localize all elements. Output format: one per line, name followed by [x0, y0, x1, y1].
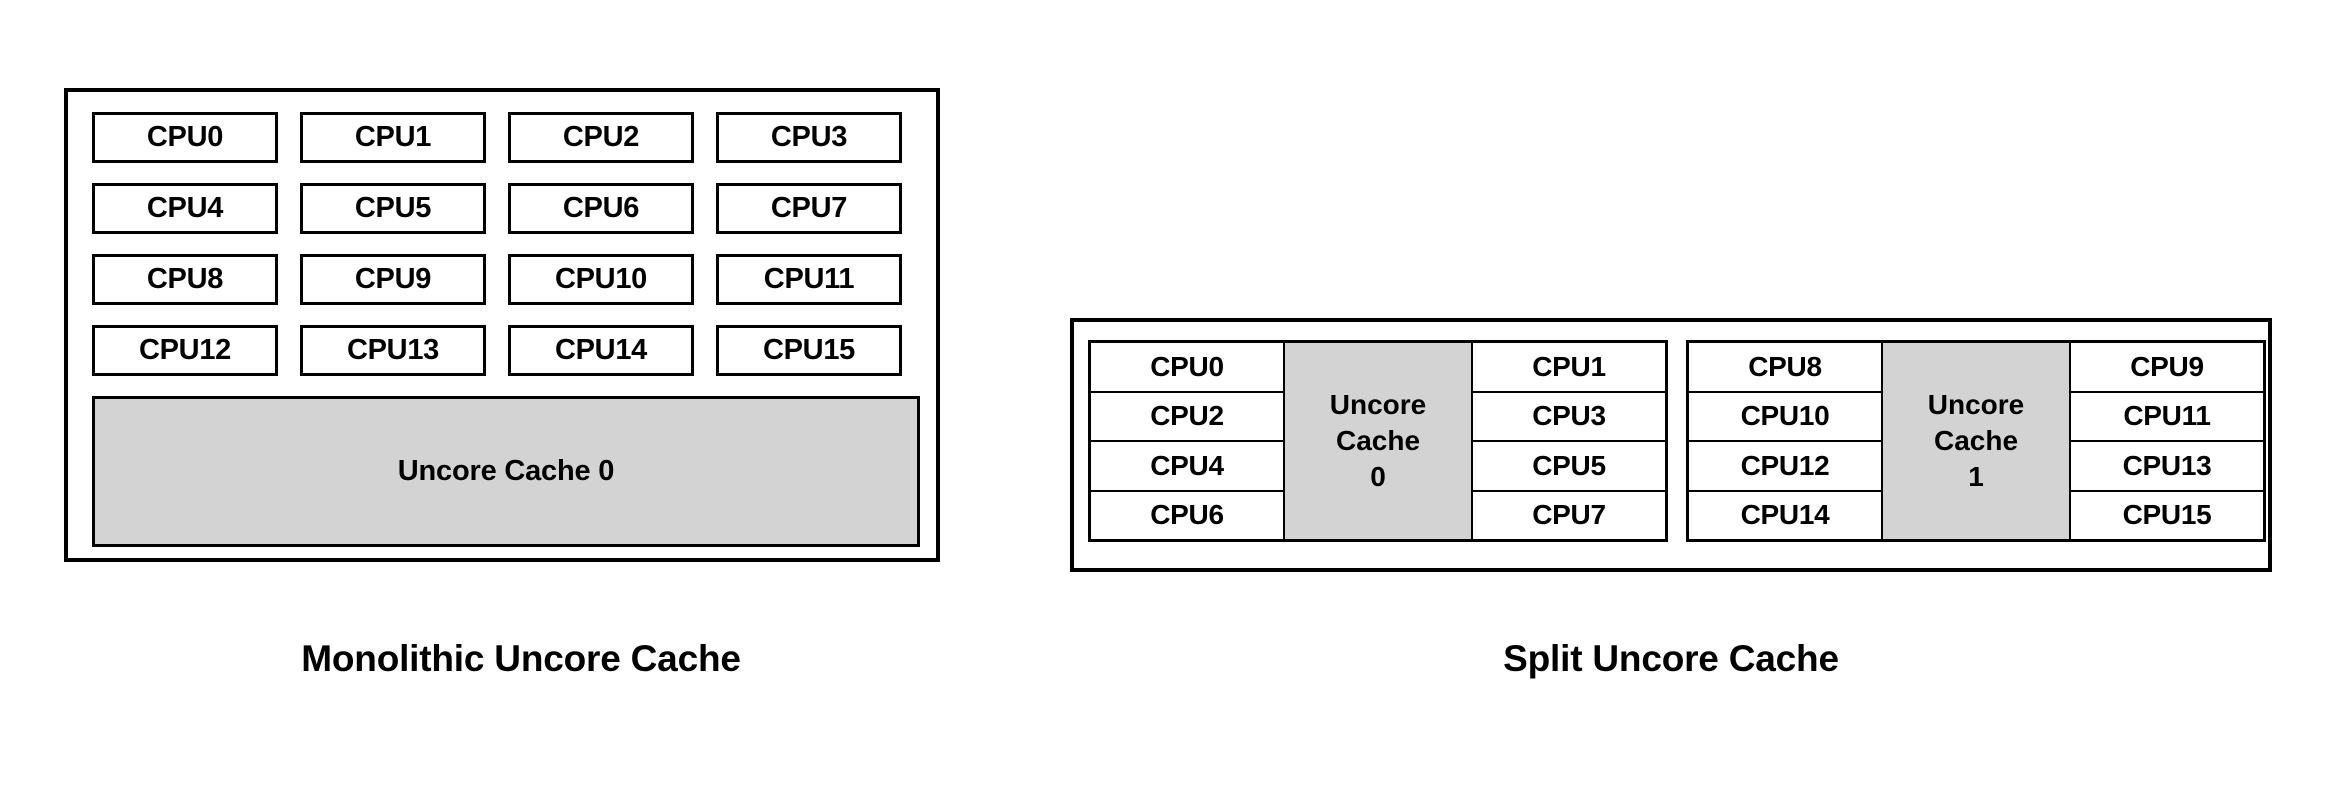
split-figure-caption: Split Uncore Cache [1503, 638, 1839, 679]
cpu-box-12: CPU12 [92, 325, 278, 376]
die-0-left-cpu-column: CPU0 CPU2 CPU4 CPU6 [1091, 343, 1283, 539]
split-die-group-0: CPU0 CPU2 CPU4 CPU6 Uncore Cache 0 CPU1 … [1088, 340, 1668, 542]
cpu-cell-5: CPU5 [1473, 442, 1665, 492]
cpu-box-4: CPU4 [92, 183, 278, 234]
monolithic-cpu-grid: CPU0 CPU1 CPU2 CPU3 CPU4 CPU5 CPU6 CPU7 … [92, 112, 920, 376]
cpu-box-7: CPU7 [716, 183, 902, 234]
uncore-cache-0-line-3: 0 [1370, 460, 1386, 492]
monolithic-uncore-cache-figure: CPU0 CPU1 CPU2 CPU3 CPU4 CPU5 CPU6 CPU7 … [0, 0, 1050, 802]
die-0-right-cpu-column: CPU1 CPU3 CPU5 CPU7 [1473, 343, 1665, 539]
cpu-box-13: CPU13 [300, 325, 486, 376]
cpu-cell-13: CPU13 [2071, 442, 2263, 492]
cpu-box-2: CPU2 [508, 112, 694, 163]
cpu-box-6: CPU6 [508, 183, 694, 234]
die-1-right-cpu-column: CPU9 CPU11 CPU13 CPU15 [2071, 343, 2263, 539]
uncore-cache-1-line-1: Uncore [1927, 389, 2025, 421]
cpu-cell-1: CPU1 [1473, 343, 1665, 393]
cpu-cell-15: CPU15 [2071, 491, 2263, 539]
uncore-cache-block-0: Uncore Cache 0 [92, 396, 920, 547]
cpu-box-15: CPU15 [716, 325, 902, 376]
uncore-cache-block-0-split: Uncore Cache 0 [1283, 343, 1473, 539]
cpu-box-5: CPU5 [300, 183, 486, 234]
uncore-cache-block-1-split: Uncore Cache 1 [1881, 343, 2071, 539]
monolithic-package-outline: CPU0 CPU1 CPU2 CPU3 CPU4 CPU5 CPU6 CPU7 … [64, 88, 940, 562]
uncore-cache-0-line-1: Uncore [1329, 389, 1427, 421]
cpu-box-3: CPU3 [716, 112, 902, 163]
cpu-cell-6: CPU6 [1091, 491, 1283, 539]
cpu-box-0: CPU0 [92, 112, 278, 163]
cpu-box-10: CPU10 [508, 254, 694, 305]
cpu-box-8: CPU8 [92, 254, 278, 305]
die-1-left-cpu-column: CPU8 CPU10 CPU12 CPU14 [1689, 343, 1881, 539]
split-package-outline: CPU0 CPU2 CPU4 CPU6 Uncore Cache 0 CPU1 … [1070, 318, 2272, 572]
cpu-box-11: CPU11 [716, 254, 902, 305]
cpu-cell-3: CPU3 [1473, 392, 1665, 442]
cpu-cell-4: CPU4 [1091, 442, 1283, 492]
cpu-box-1: CPU1 [300, 112, 486, 163]
cpu-cell-9: CPU9 [2071, 343, 2263, 393]
cpu-box-14: CPU14 [508, 325, 694, 376]
cpu-cell-7: CPU7 [1473, 491, 1665, 539]
uncore-cache-1-line-3: 1 [1968, 460, 1984, 492]
cpu-cell-12: CPU12 [1689, 442, 1881, 492]
uncore-cache-0-line-2: Cache [1335, 425, 1421, 457]
cpu-box-9: CPU9 [300, 254, 486, 305]
cpu-cell-14: CPU14 [1689, 491, 1881, 539]
split-die-group-container: CPU0 CPU2 CPU4 CPU6 Uncore Cache 0 CPU1 … [1088, 340, 2266, 542]
cpu-cell-8: CPU8 [1689, 343, 1881, 393]
cpu-cell-11: CPU11 [2071, 392, 2263, 442]
cpu-cell-10: CPU10 [1689, 392, 1881, 442]
uncore-cache-1-line-2: Cache [1933, 425, 2019, 457]
monolithic-figure-caption: Monolithic Uncore Cache [301, 638, 741, 679]
cpu-cell-2: CPU2 [1091, 392, 1283, 442]
split-die-group-1: CPU8 CPU10 CPU12 CPU14 Uncore Cache 1 CP… [1686, 340, 2266, 542]
cpu-cell-0: CPU0 [1091, 343, 1283, 393]
